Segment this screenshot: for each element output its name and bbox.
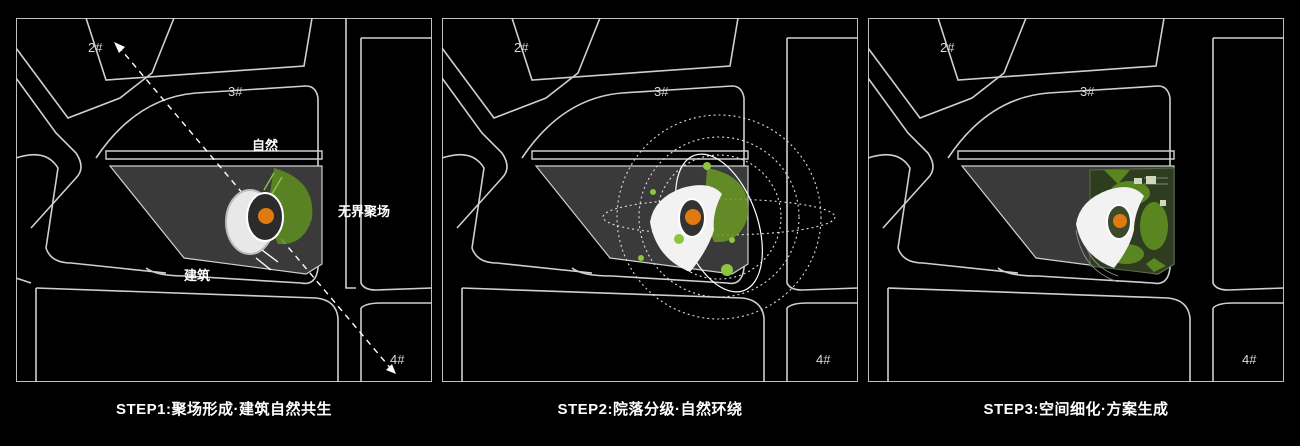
road-network: [16, 18, 432, 382]
step2-caption: STEP2:院落分级·自然环绕: [557, 401, 743, 418]
plot-label-2: 2#: [940, 40, 955, 55]
step1-panel: 2# 3# 4# 自然 建筑 无界聚场: [16, 18, 432, 382]
plot-label-3: 3#: [228, 84, 243, 99]
road-network: [442, 18, 858, 382]
center-focus: [258, 208, 274, 224]
nature-wedge: [704, 168, 749, 243]
site-strip: [531, 150, 749, 160]
arch-arrows: [255, 249, 279, 271]
nature-arrows: [263, 172, 283, 195]
step3-caption: STEP3:空间细化·方案生成: [983, 401, 1169, 418]
plot-label-3: 3#: [654, 84, 669, 99]
plot-label-2: 2#: [514, 40, 529, 55]
step2-panel: 2# 3# 4#: [442, 18, 858, 382]
nature-label: 自然: [252, 138, 278, 154]
axis-arrow-top-icon: [114, 42, 125, 53]
green-nodes: [638, 162, 735, 276]
ring-system: [602, 114, 836, 320]
field-label: 无界聚场: [337, 204, 390, 220]
road-network: [868, 18, 1284, 382]
step2-diagram: 2# 3# 4#: [442, 18, 858, 382]
center-focus: [1113, 214, 1127, 228]
pavilions: [1134, 176, 1166, 206]
step3-diagram: 2# 3# 4#: [868, 18, 1284, 382]
plot-label-4: 4#: [816, 352, 831, 367]
step1-diagram: 2# 3# 4# 自然 建筑 无界聚场: [16, 18, 432, 382]
site-strip: [957, 150, 1175, 160]
plot-label-2: 2#: [88, 40, 103, 55]
axis-arrow-bottom-icon: [386, 364, 396, 374]
step1-caption: STEP1:聚场形成·建筑自然共生: [115, 401, 332, 418]
architecture-label: 建筑: [184, 268, 210, 284]
plot-label-3: 3#: [1080, 84, 1095, 99]
plot-label-4: 4#: [390, 352, 405, 367]
plot-label-4: 4#: [1242, 352, 1257, 367]
site-strip: [105, 150, 323, 160]
step3-panel: 2# 3# 4#: [868, 18, 1284, 382]
center-focus: [685, 209, 701, 225]
